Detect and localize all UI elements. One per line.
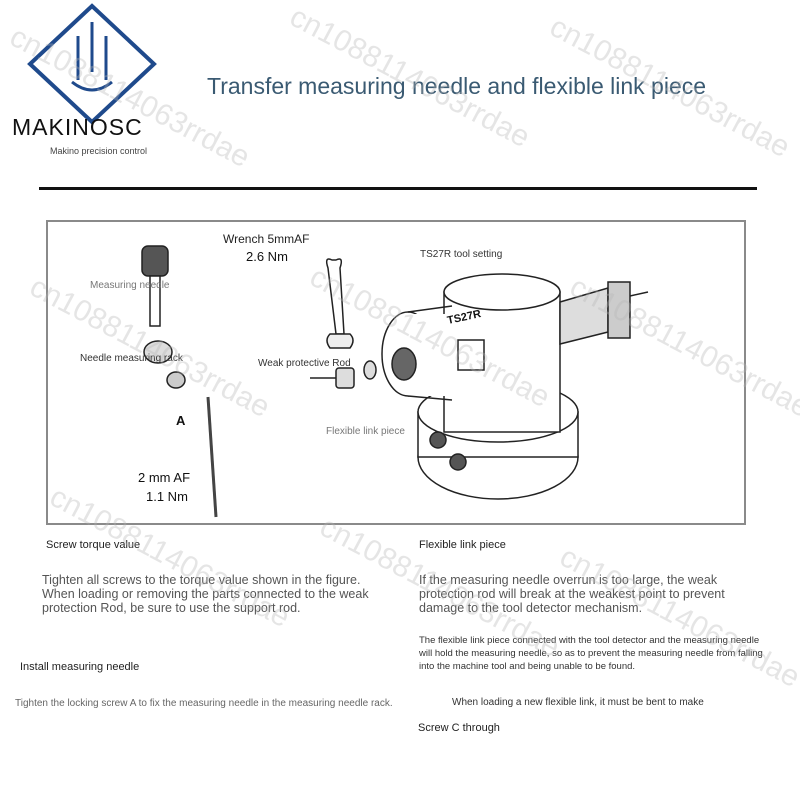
caption-install-needle: Install measuring needle (20, 661, 140, 673)
needle-rack-label: Needle measuring rack (80, 353, 183, 364)
flex-note: When loading a new flexible link, it mus… (452, 697, 704, 708)
install-note: Tighten the locking screw A to fix the m… (15, 698, 393, 709)
wrench-label: Wrench 5mmAF (223, 232, 310, 246)
page-title: Transfer measuring needle and flexible l… (207, 73, 707, 99)
caption-screw-torque: Screw torque value (46, 539, 141, 551)
caption-screw-c: Screw C through (418, 722, 500, 734)
tool-setting-label: TS27R tool setting (420, 249, 503, 260)
caption-flexible-link: Flexible link piece (419, 539, 506, 551)
measuring-needle-drawing (141, 245, 218, 518)
ts27r-drawing (381, 273, 649, 500)
screw-a-label: A (176, 413, 186, 428)
paragraph-left: Tighten all screws to the torque value s… (42, 573, 369, 615)
paragraph-right-2: The flexible link piece connected with t… (419, 635, 763, 672)
assembly-drawing: TS27R (141, 245, 649, 518)
brand-name: MAKINOSC (12, 114, 143, 140)
weak-rod-label: Weak protective Rod (258, 358, 351, 369)
measuring-needle-label: Measuring needle (90, 280, 170, 291)
wrench-drawing (325, 258, 354, 349)
brand-subtitle: Makino precision control (50, 146, 148, 156)
hex-key-torque: 1.1 Nm (146, 489, 188, 504)
weak-rod-drawing (310, 360, 377, 389)
assembly-figure: TS27R Wrench 5mmAF 2.6 Nm TS27R tool set… (46, 220, 746, 525)
brand-logo (12, 2, 172, 162)
flexible-link-label: Flexible link piece (326, 426, 405, 437)
logo-diamond-icon (27, 3, 157, 125)
paragraph-right-1: If the measuring needle overrun is too l… (419, 573, 725, 615)
title-divider (39, 187, 757, 190)
hex-key-label: 2 mm AF (138, 470, 191, 485)
wrench-torque: 2.6 Nm (246, 249, 288, 264)
